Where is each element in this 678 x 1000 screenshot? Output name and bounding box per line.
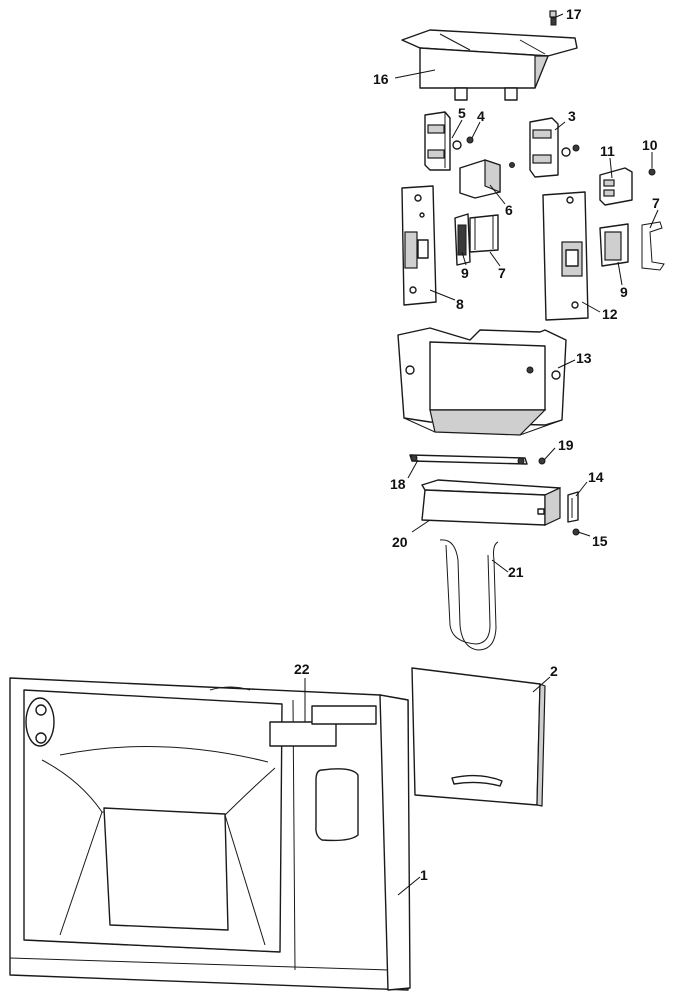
callout-18: 18 bbox=[390, 476, 406, 492]
part-8-side-plate bbox=[401, 185, 437, 306]
part-1-door-panel bbox=[9, 677, 411, 991]
callout-13: 13 bbox=[576, 350, 592, 366]
part-17-screw bbox=[549, 10, 557, 26]
callout-8: 8 bbox=[456, 296, 464, 312]
part-19-screw bbox=[538, 457, 546, 465]
callout-14: 14 bbox=[588, 469, 604, 485]
part-14-bracket bbox=[567, 491, 579, 523]
callout-2: 2 bbox=[550, 663, 558, 679]
callout-17: 17 bbox=[566, 6, 582, 22]
callout-16: 16 bbox=[373, 71, 389, 87]
callout-5: 5 bbox=[458, 105, 466, 121]
part-6-block bbox=[459, 159, 515, 199]
callout-4: 4 bbox=[477, 108, 485, 124]
part-16-top-bracket bbox=[401, 29, 578, 101]
callout-6: 6 bbox=[505, 202, 513, 218]
callout-15: 15 bbox=[592, 533, 608, 549]
part-3-hinge-bracket bbox=[529, 117, 580, 178]
leader-lines bbox=[304, 13, 659, 896]
callout-19: 19 bbox=[558, 437, 574, 453]
part-7-right-clip bbox=[641, 221, 665, 271]
callout-7-right: 7 bbox=[652, 195, 660, 211]
callout-9: 9 bbox=[461, 265, 469, 281]
callout-22: 22 bbox=[294, 661, 310, 677]
callout-labels: 17 16 5 4 3 11 10 6 7 9 7 8 9 12 13 19 1… bbox=[294, 6, 660, 883]
callout-9-right: 9 bbox=[620, 284, 628, 300]
part-9-clip bbox=[454, 213, 471, 266]
callout-11: 11 bbox=[600, 143, 615, 159]
callout-7: 7 bbox=[498, 265, 506, 281]
part-11-latch bbox=[599, 167, 656, 206]
part-4-washer bbox=[452, 136, 474, 150]
callout-10: 10 bbox=[642, 137, 658, 153]
part-20-tray bbox=[421, 479, 561, 526]
callout-21: 21 bbox=[508, 564, 524, 580]
callout-12: 12 bbox=[602, 306, 618, 322]
part-2-door-flap bbox=[411, 667, 546, 807]
callout-20: 20 bbox=[392, 534, 408, 550]
part-12-side-plate bbox=[542, 191, 589, 321]
part-7-clip bbox=[469, 214, 499, 253]
callout-3: 3 bbox=[568, 108, 576, 124]
part-18-rail bbox=[409, 454, 528, 465]
part-5-hinge-bracket bbox=[424, 111, 451, 171]
part-21-wire bbox=[439, 539, 499, 651]
part-9-right-clip bbox=[599, 223, 629, 267]
callout-1: 1 bbox=[420, 867, 428, 883]
part-13-housing bbox=[397, 327, 567, 436]
